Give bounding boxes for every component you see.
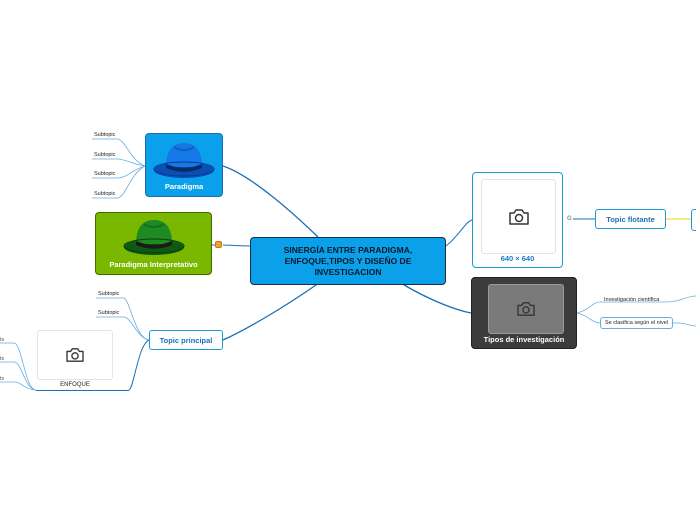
tipos-investigacion-topic[interactable]: Tipos de investigación bbox=[471, 277, 577, 349]
enfoque-subtopic[interactable]: ts bbox=[0, 376, 5, 382]
offscreen-topic[interactable] bbox=[691, 209, 696, 231]
paradigma-interpretativo-topic[interactable]: Paradigma Interpretativo bbox=[95, 212, 212, 275]
enfoque-subtopic[interactable]: ts bbox=[0, 356, 5, 362]
camera-icon bbox=[66, 348, 84, 362]
link-icon[interactable] bbox=[215, 241, 222, 248]
hat-icon bbox=[123, 220, 184, 255]
enfoque-label: ENFOQUE bbox=[60, 382, 90, 388]
camera-icon bbox=[508, 208, 529, 225]
tipos-label: Tipos de investigación bbox=[483, 335, 565, 344]
image-size-label: 640 × 640 bbox=[500, 254, 535, 263]
topic-flotante[interactable]: Topic flotante bbox=[595, 209, 666, 229]
topic-principal[interactable]: Topic principal bbox=[149, 330, 223, 350]
topic-principal-label: Topic principal bbox=[159, 335, 213, 345]
enfoque-topic[interactable]: ENFOQUE bbox=[36, 330, 129, 391]
camera-icon bbox=[517, 302, 535, 316]
tipos-child[interactable]: Investigación científica bbox=[604, 297, 660, 303]
tipos-child[interactable]: Se clasifica según el nivel bbox=[600, 317, 673, 329]
image-placeholder bbox=[37, 330, 113, 380]
enfoque-subtopic[interactable]: ts bbox=[0, 337, 5, 343]
paradigma-interpretativo-label: Paradigma Interpretativo bbox=[109, 260, 198, 269]
image-topic[interactable]: 640 × 640 bbox=[472, 172, 563, 268]
paradigma-subtopic[interactable]: Subtopic bbox=[94, 152, 116, 158]
image-placeholder bbox=[488, 284, 564, 334]
image-placeholder bbox=[481, 179, 556, 254]
paradigma-subtopic[interactable]: Subtopic bbox=[94, 132, 116, 138]
topic-principal-subtopic[interactable]: Subtopic bbox=[98, 291, 120, 297]
paradigma-subtopic[interactable]: Subtopic bbox=[94, 171, 116, 177]
central-topic[interactable]: SINERGÍA ENTRE PARADIGMA, ENFOQUE,TIPOS … bbox=[250, 237, 446, 285]
google-icon[interactable]: G bbox=[567, 216, 572, 222]
hat-icon bbox=[153, 143, 215, 178]
topic-flotante-label: Topic flotante bbox=[606, 214, 655, 224]
paradigma-label: Paradigma bbox=[164, 182, 204, 191]
paradigma-subtopic[interactable]: Subtopic bbox=[94, 191, 116, 197]
topic-principal-subtopic[interactable]: Subtopic bbox=[98, 310, 120, 316]
central-topic-label: SINERGÍA ENTRE PARADIGMA, ENFOQUE,TIPOS … bbox=[283, 244, 413, 277]
paradigma-topic[interactable]: Paradigma bbox=[145, 133, 223, 197]
